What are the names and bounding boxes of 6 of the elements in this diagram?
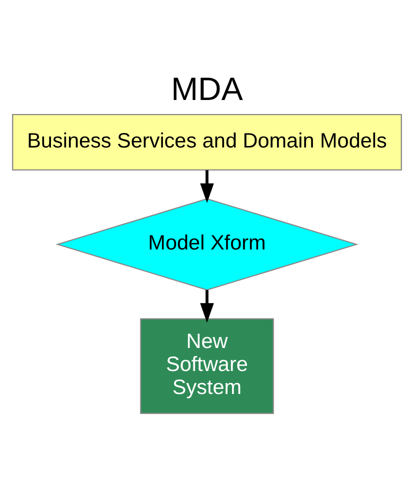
node-box: Business Services and Domain Models xyxy=(12,114,402,171)
node-box: New Software System xyxy=(140,318,274,414)
arrow xyxy=(200,170,214,204)
arrow xyxy=(200,290,214,323)
diagram-title: MDA xyxy=(171,71,243,108)
node-diamond: Model Xform xyxy=(56,198,358,291)
